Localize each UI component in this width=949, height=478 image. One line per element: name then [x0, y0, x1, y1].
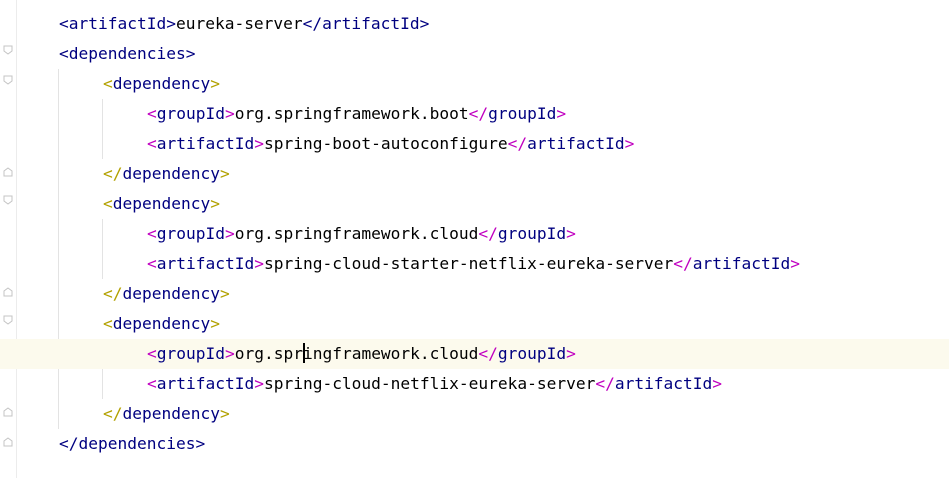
- code-line[interactable]: </dependency>: [103, 404, 230, 423]
- tag-name: artifactId: [156, 254, 255, 273]
- code-line[interactable]: <artifactId>spring-cloud-starter-netflix…: [147, 254, 801, 273]
- fold-end-icon[interactable]: [3, 287, 13, 297]
- fold-end-icon[interactable]: [3, 167, 13, 177]
- code-line[interactable]: <artifactId>eureka-server</artifactId>: [59, 14, 430, 33]
- fold-collapse-icon[interactable]: [3, 45, 13, 55]
- tag-name: groupId: [488, 104, 557, 123]
- tag-name: dependency: [112, 314, 211, 333]
- tag-value: org.spr: [234, 344, 303, 363]
- tag-name: artifactId: [692, 254, 791, 273]
- code-line[interactable]: </dependency>: [103, 164, 230, 183]
- tag-name: groupId: [497, 224, 567, 243]
- tag-name: dependency: [112, 194, 211, 213]
- fold-collapse-icon[interactable]: [3, 75, 13, 85]
- code-line[interactable]: <artifactId>spring-cloud-netflix-eureka-…: [147, 374, 723, 393]
- code-line[interactable]: <dependency>: [103, 194, 220, 213]
- tag-name: dependency: [122, 404, 220, 423]
- code-line-current[interactable]: <groupId>org.springframework.cloud</grou…: [0, 339, 949, 369]
- text-caret: [302, 343, 305, 363]
- tag-value: org.springframework.cloud: [234, 224, 479, 243]
- tag-value: spring-boot-autoconfigure: [263, 134, 508, 153]
- tag-name: artifactId: [614, 374, 713, 393]
- tag-name: artifactId: [156, 134, 255, 153]
- fold-end-icon[interactable]: [3, 407, 13, 417]
- code-line[interactable]: <groupId>org.springframework.cloud</grou…: [147, 224, 576, 243]
- tag-name: artifactId: [322, 14, 420, 33]
- gutter-divider: [16, 0, 17, 478]
- code-line[interactable]: </dependencies>: [59, 434, 206, 453]
- tag-name: groupId: [497, 344, 567, 363]
- indent-guide: [102, 219, 103, 279]
- code-line[interactable]: <dependency>: [103, 314, 220, 333]
- code-line[interactable]: <dependency>: [103, 74, 220, 93]
- indent-guide: [58, 69, 59, 429]
- indent-guide: [102, 99, 103, 159]
- tag-value: org.springframework.boot: [234, 104, 469, 123]
- tag-name: artifactId: [156, 374, 255, 393]
- tag-value: spring-cloud-starter-netflix-eureka-serv…: [263, 254, 674, 273]
- tag-name: groupId: [156, 224, 225, 243]
- code-line[interactable]: <artifactId>spring-boot-autoconfigure</a…: [147, 134, 635, 153]
- tag-value: ingframework.cloud: [302, 344, 479, 363]
- fold-collapse-icon[interactable]: [3, 315, 13, 325]
- tag-value: eureka-server: [175, 14, 303, 33]
- tag-name: dependency: [122, 284, 220, 303]
- tag-name: artifactId: [527, 134, 625, 153]
- fold-end-icon[interactable]: [3, 437, 13, 447]
- tag-name: dependencies: [78, 434, 196, 453]
- code-line[interactable]: <dependencies>: [59, 44, 196, 63]
- tag-name: artifactId: [68, 14, 167, 33]
- tag-name: dependency: [112, 74, 211, 93]
- indent-guide: [102, 339, 103, 399]
- tag-value: spring-cloud-netflix-eureka-server: [263, 374, 596, 393]
- code-line[interactable]: <groupId>org.springframework.boot</group…: [147, 104, 567, 123]
- tag-name: groupId: [156, 104, 225, 123]
- tag-name: groupId: [156, 344, 225, 363]
- tag-name: dependency: [122, 164, 220, 183]
- code-line[interactable]: </dependency>: [103, 284, 230, 303]
- fold-collapse-icon[interactable]: [3, 195, 13, 205]
- tag-name: dependencies: [68, 44, 186, 63]
